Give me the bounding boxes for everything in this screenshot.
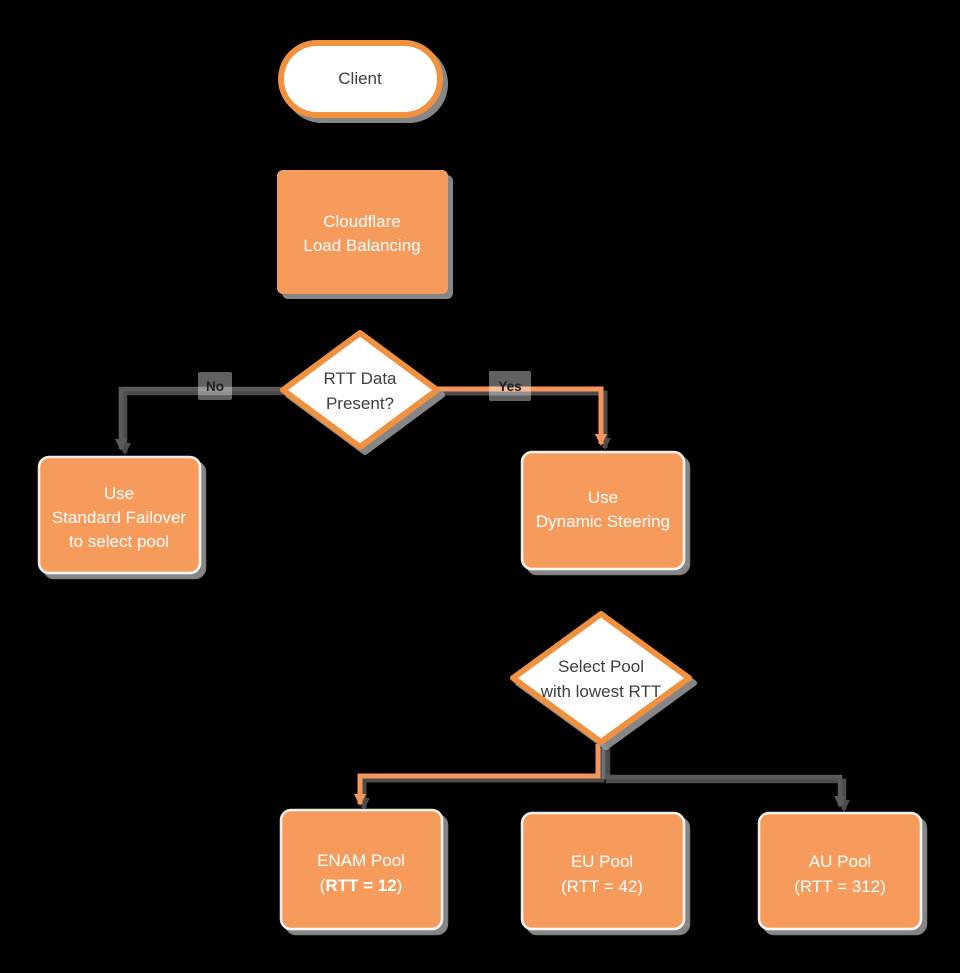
node-au-pool: AU Pool (RTT = 312): [757, 811, 923, 931]
node-select-pool-decision: Select Pool with lowest RTT: [510, 611, 692, 745]
eu-pool-label-line1: EU Pool: [571, 852, 633, 871]
dynamic-steering-label-line1: Use: [588, 488, 618, 507]
node-dynamic-steering: Use Dynamic Steering: [520, 450, 686, 571]
node-client: Client: [278, 40, 443, 118]
node-standard-failover: Use Standard Failover to select pool: [37, 455, 202, 575]
pool-decision-diamond-shape: [510, 611, 692, 745]
cloudflare-label-line2: Load Balancing: [303, 236, 420, 255]
au-pool-label-line1: AU Pool: [809, 852, 871, 871]
dynamic-steering-process-shape: [520, 450, 686, 571]
client-terminator-shape: [278, 40, 443, 118]
edge-label-yes: Yes: [489, 371, 531, 401]
cloudflare-process-shape: [277, 170, 448, 294]
enam-pool-label-line2: (RTT = 12): [320, 876, 403, 895]
standard-failover-process-shape: [37, 455, 202, 575]
pool-decision-label-line2: with lowest RTT: [540, 682, 662, 701]
au-pool-label-line2: (RTT = 312): [794, 877, 886, 896]
cloudflare-label-line1: Cloudflare: [323, 212, 401, 231]
edge-label-no: No: [198, 372, 232, 400]
au-pool-shape: [757, 811, 923, 931]
edge-label-yes-background: [489, 371, 531, 401]
eu-pool-label-line2: (RTT = 42): [561, 877, 643, 896]
node-cloudflare-load-balancing: Cloudflare Load Balancing: [277, 170, 448, 294]
enam-pool-label-line1: ENAM Pool: [317, 851, 405, 870]
rtt-decision-label-line2: Present?: [326, 394, 394, 413]
node-enam-pool: ENAM Pool (RTT = 12): [279, 808, 444, 931]
enam-pool-paren-close: ): [397, 876, 403, 895]
rtt-decision-label-line1: RTT Data: [323, 369, 397, 388]
client-label: Client: [338, 69, 382, 88]
dynamic-steering-label-line2: Dynamic Steering: [536, 512, 670, 531]
edges: [115, 119, 846, 808]
edge-pool-decision-to-au-pool: [601, 744, 846, 808]
edge-rtt-decision-no-to-standard-failover: [115, 386, 286, 451]
standard-failover-label-line2: Standard Failover: [52, 508, 187, 527]
edge-pool-decision-to-enam-pool: [354, 744, 601, 806]
pool-decision-label-line1: Select Pool: [558, 657, 644, 676]
edge-label-no-text: No: [206, 379, 224, 394]
standard-failover-label-line1: Use: [104, 484, 134, 503]
enam-pool-shape: [279, 808, 444, 931]
edge-label-yes-text: Yes: [498, 379, 521, 394]
enam-pool-paren-open: (: [320, 876, 326, 895]
node-rtt-data-present-decision: RTT Data Present?: [280, 330, 440, 450]
edge-rtt-decision-yes-to-dynamic-steering: [437, 386, 607, 446]
eu-pool-shape: [520, 811, 686, 931]
rtt-decision-diamond-shape: [280, 330, 440, 450]
node-eu-pool: EU Pool (RTT = 42): [520, 811, 686, 931]
enam-pool-rtt-value: RTT = 12: [325, 876, 396, 895]
edge-label-no-background: [198, 372, 232, 400]
standard-failover-label-line3: to select pool: [69, 532, 169, 551]
